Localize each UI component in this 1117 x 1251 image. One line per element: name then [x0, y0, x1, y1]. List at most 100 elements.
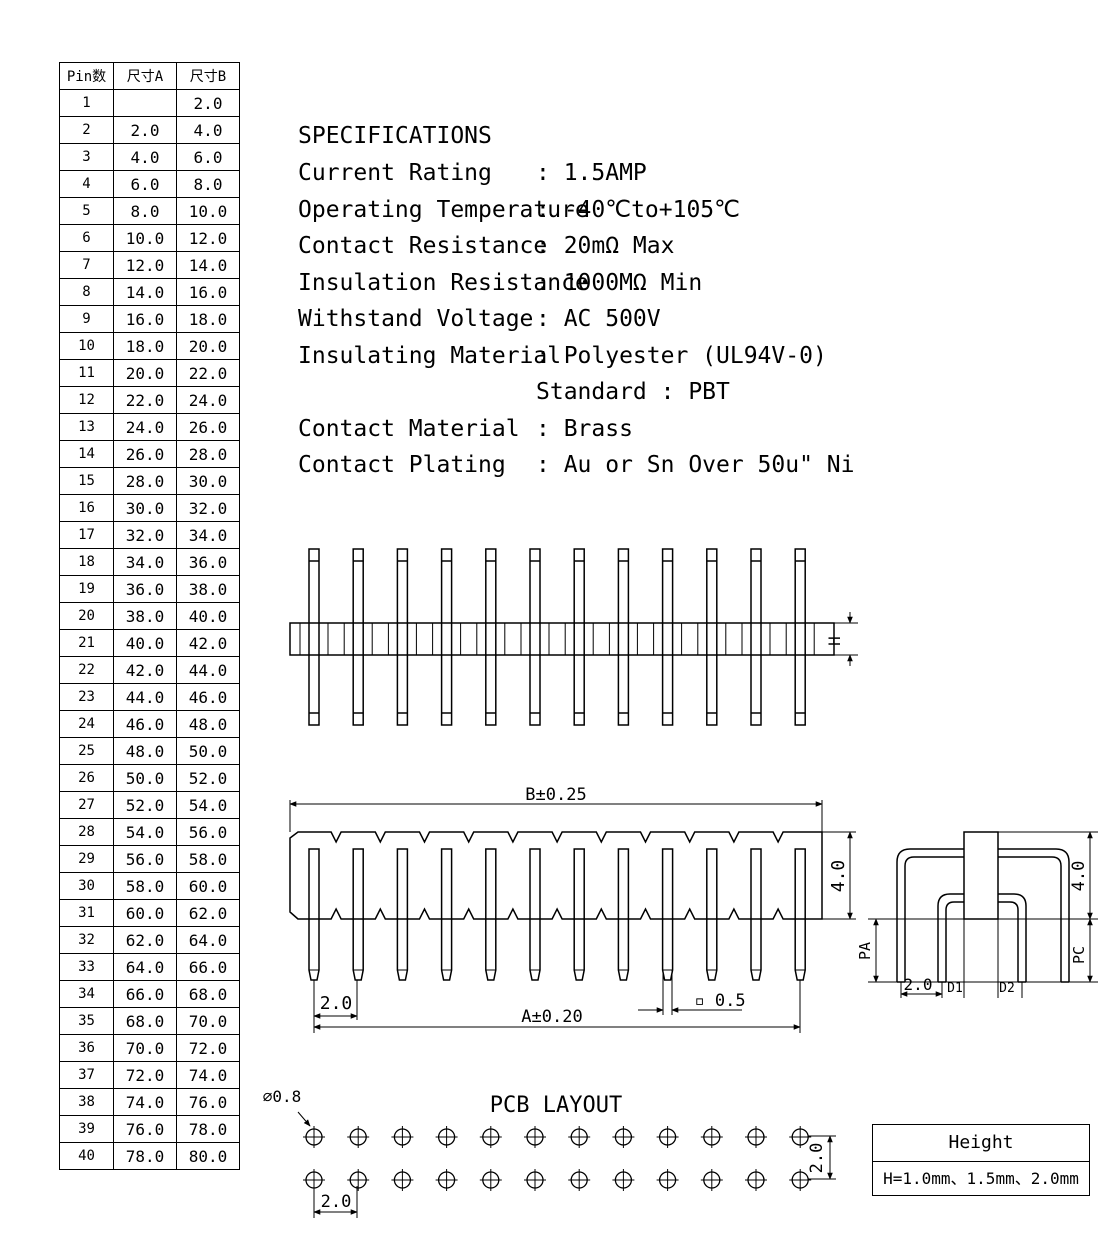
spec-value: : -40℃to+105℃ — [536, 196, 740, 223]
size-b-cell: 78.0 — [176, 1115, 240, 1143]
pc-label: PC — [1070, 946, 1088, 964]
pcb-row-pitch-label: 2.0 — [807, 1143, 827, 1174]
size-a-cell: 74.0 — [113, 1088, 177, 1116]
spec-row: Withstand Voltage: AC 500V — [298, 301, 661, 338]
size-b-cell: 58.0 — [176, 845, 240, 873]
size-b-cell: 74.0 — [176, 1061, 240, 1089]
size-b-cell: 34.0 — [176, 521, 240, 549]
pcb-col-pitch-label: 2.0 — [321, 1192, 352, 1212]
size-a-cell: 62.0 — [113, 926, 177, 954]
pin-count-cell: 30 — [59, 872, 114, 900]
size-b-cell: 70.0 — [176, 1007, 240, 1035]
pin — [661, 548, 674, 726]
pcb-layout — [297, 1111, 836, 1218]
d1-label: D1 — [947, 981, 963, 996]
size-a-cell: 12.0 — [113, 251, 177, 279]
size-a-cell: 34.0 — [113, 548, 177, 576]
pin-count-cell: 34 — [59, 980, 114, 1008]
side-pitch-label: 2.0 — [904, 975, 933, 994]
spec-label: Contact Plating — [298, 452, 506, 478]
elevation-view — [289, 800, 856, 1033]
spec-label: Contact Material — [298, 415, 520, 442]
size-b-cell: 14.0 — [176, 251, 240, 279]
size-b-cell: 42.0 — [176, 629, 240, 657]
body-height-label: 4.0 — [828, 860, 849, 893]
pa-label: PA — [856, 942, 874, 960]
size-b-cell: 68.0 — [176, 980, 240, 1008]
spec-value: : Brass — [536, 415, 633, 442]
front-view-pins — [299, 548, 815, 726]
pin — [573, 548, 585, 726]
pin-table-header-row: Pin数 尺寸A 尺寸B — [59, 62, 240, 90]
size-b-cell: 72.0 — [176, 1034, 240, 1062]
size-b-cell: 40.0 — [176, 602, 240, 630]
pin-count-cell: 28 — [59, 818, 114, 846]
pin-count-cell: 19 — [59, 575, 114, 603]
spec-row: Contact Plating: Au or Sn Over 50u" Ni — [298, 447, 855, 484]
spec-label: Insulation Resistance — [298, 269, 589, 296]
pin — [529, 548, 541, 726]
spec-label: Insulating Material — [298, 342, 562, 369]
pin-count-cell: 1 — [59, 89, 114, 117]
height-options-box: Height H=1.0mm、1.5mm、2.0mm — [872, 1124, 1090, 1196]
pin-count-cell: 27 — [59, 791, 114, 819]
pcb-layout-title: PCB LAYOUT — [490, 1093, 622, 1118]
size-b-cell: 62.0 — [176, 899, 240, 927]
pin-count-cell: 10 — [59, 332, 114, 360]
spec-value: : 1.5AMP — [536, 160, 647, 186]
size-b-cell: 46.0 — [176, 683, 240, 711]
size-b-cell: 22.0 — [176, 359, 240, 387]
spec-value: : 1000MΩ Min — [536, 269, 703, 296]
spec-label: Contact Resistance — [298, 233, 548, 259]
size-a-cell — [113, 89, 177, 117]
size-b-cell: 30.0 — [176, 467, 240, 495]
pin — [617, 548, 630, 726]
height-dim-label: H — [825, 636, 844, 646]
size-a-cell: 70.0 — [113, 1034, 177, 1062]
pin — [529, 848, 541, 981]
inner-left-pin — [937, 893, 964, 982]
size-b-cell: 56.0 — [176, 818, 240, 846]
pin-count-cell: 20 — [59, 602, 114, 630]
pin — [750, 548, 762, 726]
size-b-cell: 32.0 — [176, 494, 240, 522]
size-b-cell: 2.0 — [176, 89, 240, 117]
side-height-label: 4.0 — [1069, 861, 1089, 892]
size-a-cell: 44.0 — [113, 683, 177, 711]
size-b-cell: 54.0 — [176, 791, 240, 819]
size-a-cell: 4.0 — [113, 143, 177, 171]
size-a-cell: 78.0 — [113, 1142, 177, 1170]
pin-count-cell: 39 — [59, 1115, 114, 1143]
size-a-cell: 36.0 — [113, 575, 177, 603]
pin — [485, 548, 497, 726]
elevation-pins — [308, 848, 806, 981]
elevation-housing — [289, 831, 823, 920]
size-b-cell: 80.0 — [176, 1142, 240, 1170]
size-a-cell: 16.0 — [113, 305, 177, 333]
pin — [661, 848, 674, 981]
pin — [440, 848, 453, 981]
hole-diameter-label: ⌀0.8 — [263, 1087, 302, 1106]
pin — [396, 548, 409, 726]
pin — [706, 848, 718, 981]
